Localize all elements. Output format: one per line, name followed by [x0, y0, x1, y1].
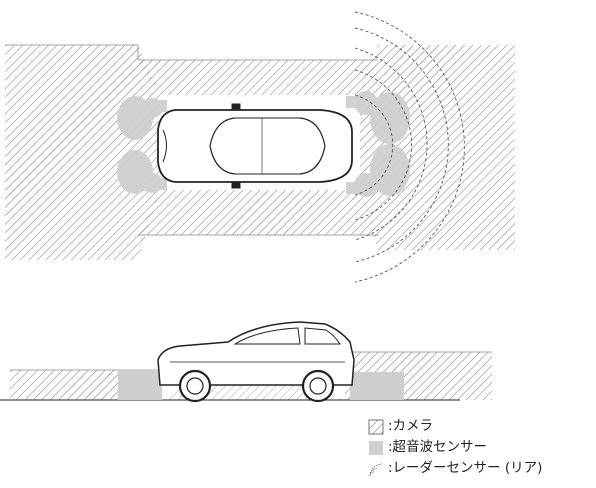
side-view	[0, 321, 492, 403]
camera-zone-rear	[138, 190, 378, 235]
ultrasonic-zones	[117, 91, 410, 197]
radar-swatch	[369, 463, 383, 477]
camera-zone-front	[138, 60, 378, 95]
legend-label-ultrasonic: :超音波センサー	[388, 439, 488, 455]
car-side-view	[157, 321, 355, 403]
top-view	[5, 11, 515, 283]
camera-zone-left	[5, 45, 160, 260]
legend-swatches	[368, 419, 384, 477]
legend-label-radar: :レーダーセンサー (リア)	[388, 460, 543, 476]
radar-arcs	[354, 11, 465, 283]
camera-swatch	[368, 419, 384, 435]
car-top-view	[157, 103, 353, 189]
legend-label-camera: :カメラ	[388, 418, 434, 434]
ultrasonic-side	[118, 370, 404, 400]
ultrasonic-swatch	[369, 441, 383, 455]
